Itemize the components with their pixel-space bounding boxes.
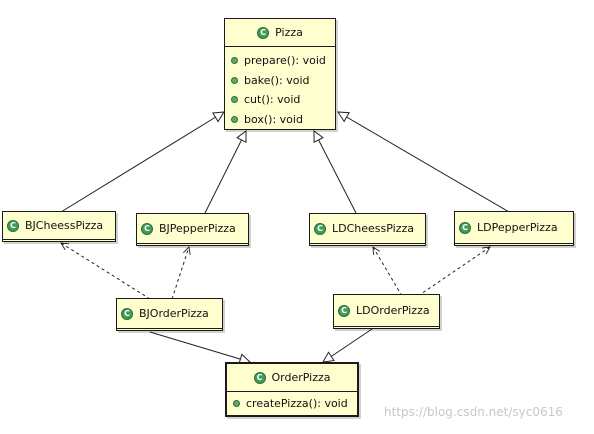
public-method-icon xyxy=(233,400,240,408)
class-name: LDCheessPizza xyxy=(332,222,414,235)
edge-bjorder-to-orderpizza xyxy=(149,331,250,362)
class-icon: C xyxy=(314,222,326,235)
method-signature: box(): void xyxy=(244,112,303,126)
class-header: C LDOrderPizza xyxy=(334,295,439,326)
watermark: https://blog.csdn.net/syc0616 xyxy=(384,405,563,419)
empty-compartment xyxy=(3,239,115,245)
methods-compartment: prepare(): void bake(): void cut(): void… xyxy=(225,46,335,132)
edge-ldorder-to-orderpizza xyxy=(323,328,373,362)
class-icon: C xyxy=(459,221,471,234)
class-order-pizza[interactable]: C OrderPizza createPizza(): void xyxy=(225,362,359,417)
class-name: OrderPizza xyxy=(271,371,331,384)
public-method-icon xyxy=(231,96,238,104)
class-header: C BJCheessPizza xyxy=(3,212,115,239)
public-method-icon xyxy=(231,57,238,65)
edge-ldorder-to-ldpepper xyxy=(417,247,490,297)
edge-ldpepper-to-pizza xyxy=(338,112,510,213)
class-name: BJCheessPizza xyxy=(25,219,104,232)
class-header: C BJPepperPizza xyxy=(137,214,248,243)
class-name: BJPepperPizza xyxy=(159,222,236,235)
method-row[interactable]: cut(): void xyxy=(225,90,335,110)
method-row[interactable]: prepare(): void xyxy=(225,51,335,71)
edge-ldorder-to-ldcheess xyxy=(373,247,403,297)
class-header: C LDCheessPizza xyxy=(310,214,425,243)
method-row[interactable]: box(): void xyxy=(225,110,335,130)
methods-compartment: createPizza(): void xyxy=(227,391,357,417)
empty-compartment xyxy=(455,243,573,249)
edge-bjorder-to-bjpepper xyxy=(171,247,189,300)
empty-compartment xyxy=(334,326,439,332)
class-header: C OrderPizza xyxy=(227,364,357,391)
class-bj-pepper-pizza[interactable]: C BJPepperPizza xyxy=(136,213,249,246)
empty-compartment xyxy=(117,328,222,334)
edge-bjpepper-to-pizza xyxy=(204,131,246,214)
empty-compartment xyxy=(137,243,248,249)
empty-compartment xyxy=(310,243,425,249)
method-row[interactable]: createPizza(): void xyxy=(227,394,357,414)
class-header: C BJOrderPizza xyxy=(117,299,222,328)
public-method-icon xyxy=(231,115,238,123)
method-signature: createPizza(): void xyxy=(246,397,348,411)
method-signature: prepare(): void xyxy=(244,54,326,68)
class-icon: C xyxy=(253,371,266,384)
class-header: C Pizza xyxy=(225,19,335,46)
class-name: LDPepperPizza xyxy=(477,221,558,234)
class-name: LDOrderPizza xyxy=(356,304,430,317)
class-icon: C xyxy=(121,307,133,320)
edge-bjcheess-to-pizza xyxy=(60,112,224,213)
edge-bjorder-to-bjcheess xyxy=(61,243,151,300)
class-ld-pepper-pizza[interactable]: C LDPepperPizza xyxy=(454,211,574,246)
class-icon: C xyxy=(7,219,19,232)
method-signature: bake(): void xyxy=(244,73,310,87)
class-name: Pizza xyxy=(275,26,303,39)
class-name: BJOrderPizza xyxy=(139,307,209,320)
class-pizza[interactable]: C Pizza prepare(): void bake(): void cut… xyxy=(224,18,336,130)
class-icon: C xyxy=(257,26,270,39)
class-ld-cheess-pizza[interactable]: C LDCheessPizza xyxy=(309,213,426,246)
method-signature: cut(): void xyxy=(244,93,301,107)
class-bj-order-pizza[interactable]: C BJOrderPizza xyxy=(116,298,223,331)
class-bj-cheess-pizza[interactable]: C BJCheessPizza xyxy=(2,211,116,242)
edge-ldcheess-to-pizza xyxy=(314,131,357,214)
method-row[interactable]: bake(): void xyxy=(225,71,335,91)
public-method-icon xyxy=(231,76,238,84)
class-header: C LDPepperPizza xyxy=(455,212,573,243)
class-icon: C xyxy=(338,304,350,317)
class-icon: C xyxy=(141,222,153,235)
class-ld-order-pizza[interactable]: C LDOrderPizza xyxy=(333,294,440,329)
